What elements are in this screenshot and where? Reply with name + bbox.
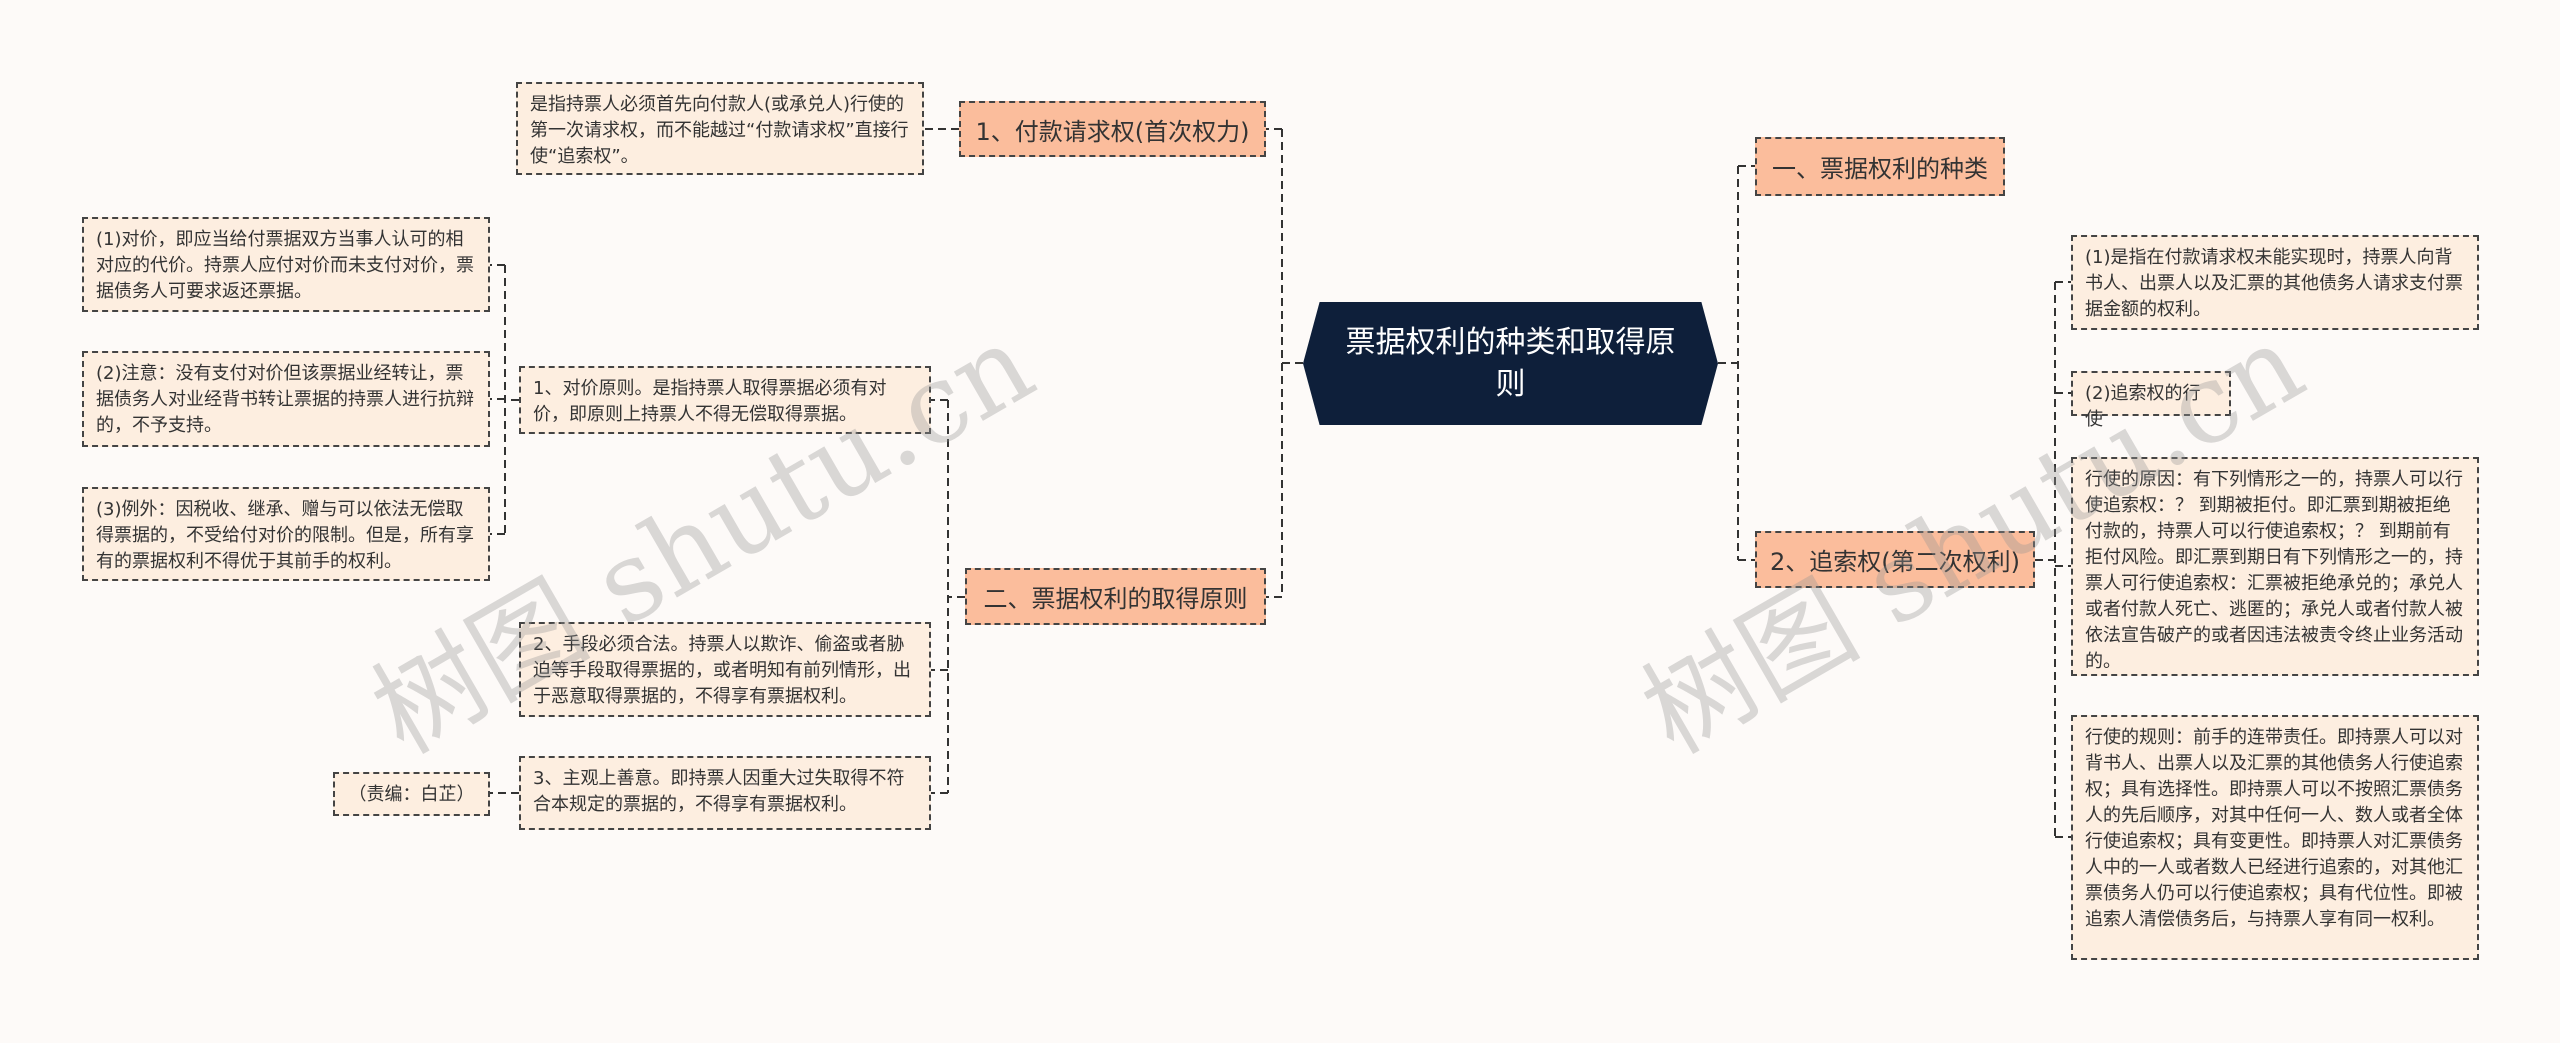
branch-label: 2、追索权(第二次权利) (1770, 548, 2020, 576)
branch-payment-claim[interactable]: 1、付款请求权(首次权力) (959, 101, 1266, 157)
consideration-detail-1[interactable]: (1)对价，即应当给付票据双方当事人认可的相对应的代价。持票人应付对价而未支付对… (82, 217, 490, 312)
leaf-text: 是指持票人必须首先向付款人(或承兑人)行使的第一次请求权，而不能越过“付款请求权… (530, 94, 909, 167)
leaf-text: (1)对价，即应当给付票据双方当事人认可的相对应的代价。持票人应付对价而未支付对… (96, 229, 474, 302)
branch-label: 二、票据权利的取得原则 (983, 585, 1248, 613)
leaf-text: 行使的原因：有下列情形之一的，持票人可以行使追索权：？ 到期被拒付。即汇票到期被… (2085, 469, 2463, 672)
consideration-detail-2[interactable]: (2)注意：没有支付对价但该票据业经转让，票据债务人对业经背书转让票据的持票人进… (82, 351, 490, 447)
leaf-text: (3)例外：因税收、继承、赠与可以依法无偿取得票据的，不受给付对价的限制。但是，… (96, 499, 474, 572)
principle-lawful-means[interactable]: 2、手段必须合法。持票人以欺诈、偷盗或者胁迫等手段取得票据的，或者明知有前列情形… (519, 622, 931, 717)
principle-good-faith[interactable]: 3、主观上善意。即持票人因重大过失取得不符合本规定的票据的，不得享有票据权利。 (519, 756, 931, 830)
leaf-text: 行使的规则：前手的连带责任。即持票人可以对背书人、出票人以及汇票的其他债务人行使… (2085, 727, 2463, 930)
branch-label: 1、付款请求权(首次权力) (975, 117, 1250, 146)
recourse-exercise[interactable]: (2)追索权的行使 (2071, 371, 2231, 430)
leaf-text: 1、对价原则。是指持票人取得票据必须有对价，即原则上持票人不得无偿取得票据。 (533, 378, 887, 425)
branch-acquisition-principles[interactable]: 二、票据权利的取得原则 (965, 568, 1266, 625)
leaf-text: 2、手段必须合法。持票人以欺诈、偷盗或者胁迫等手段取得票据的，或者明知有前列情形… (533, 634, 911, 707)
leaf-text: （责编：白芷） (348, 784, 475, 805)
payment-claim-description[interactable]: 是指持票人必须首先向付款人(或承兑人)行使的第一次请求权，而不能越过“付款请求权… (516, 82, 924, 175)
principle-consideration[interactable]: 1、对价原则。是指持票人取得票据必须有对价，即原则上持票人不得无偿取得票据。 (519, 366, 931, 434)
branch-label: 一、票据权利的种类 (1772, 155, 1988, 183)
editor-note[interactable]: （责编：白芷） (333, 772, 490, 816)
recourse-rules[interactable]: 行使的规则：前手的连带责任。即持票人可以对背书人、出票人以及汇票的其他债务人行使… (2071, 715, 2479, 960)
leaf-text: (2)追索权的行使 (2085, 383, 2201, 430)
leaf-text: 3、主观上善意。即持票人因重大过失取得不符合本规定的票据的，不得享有票据权利。 (533, 768, 905, 815)
recourse-reasons[interactable]: 行使的原因：有下列情形之一的，持票人可以行使追索权：？ 到期被拒付。即汇票到期被… (2071, 457, 2479, 676)
consideration-detail-3[interactable]: (3)例外：因税收、继承、赠与可以依法无偿取得票据的，不受给付对价的限制。但是，… (82, 487, 490, 581)
central-topic[interactable]: 票据权利的种类和取得原则 (1303, 302, 1718, 425)
branch-recourse-right[interactable]: 2、追索权(第二次权利) (1755, 531, 2035, 588)
leaf-text: (2)注意：没有支付对价但该票据业经转让，票据债务人对业经背书转让票据的持票人进… (96, 363, 474, 436)
leaf-text: (1)是指在付款请求权未能实现时，持票人向背书人、出票人以及汇票的其他债务人请求… (2085, 247, 2463, 320)
recourse-definition[interactable]: (1)是指在付款请求权未能实现时，持票人向背书人、出票人以及汇票的其他债务人请求… (2071, 235, 2479, 330)
central-topic-label: 票据权利的种类和取得原则 (1345, 324, 1676, 402)
branch-right-types[interactable]: 一、票据权利的种类 (1755, 137, 2005, 196)
